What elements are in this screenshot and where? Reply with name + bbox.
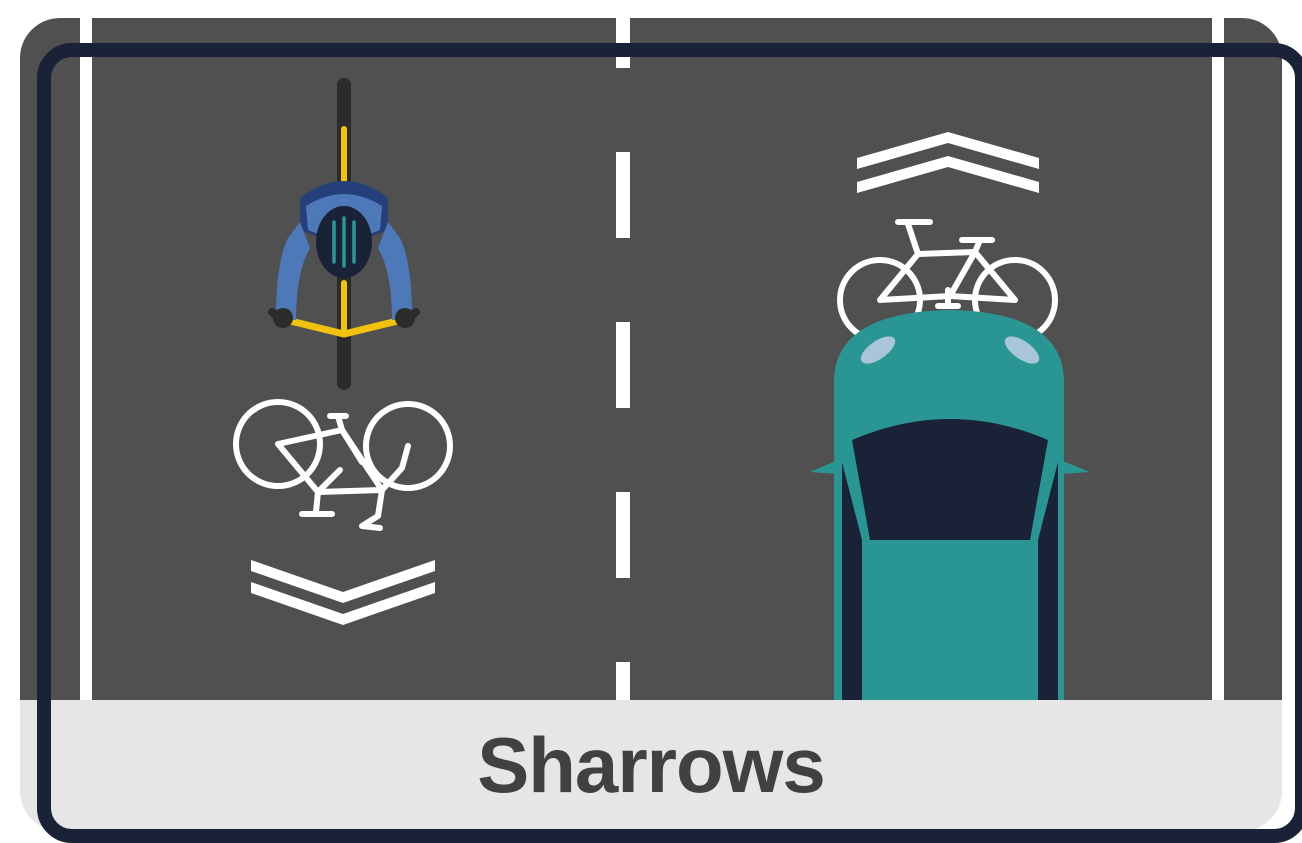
left-edge-line: [80, 0, 92, 700]
caption-title: Sharrows: [20, 700, 1282, 831]
right-edge-line: [1212, 0, 1224, 700]
road-surface: [20, 18, 1282, 700]
car-top-view-icon: [810, 310, 1090, 700]
